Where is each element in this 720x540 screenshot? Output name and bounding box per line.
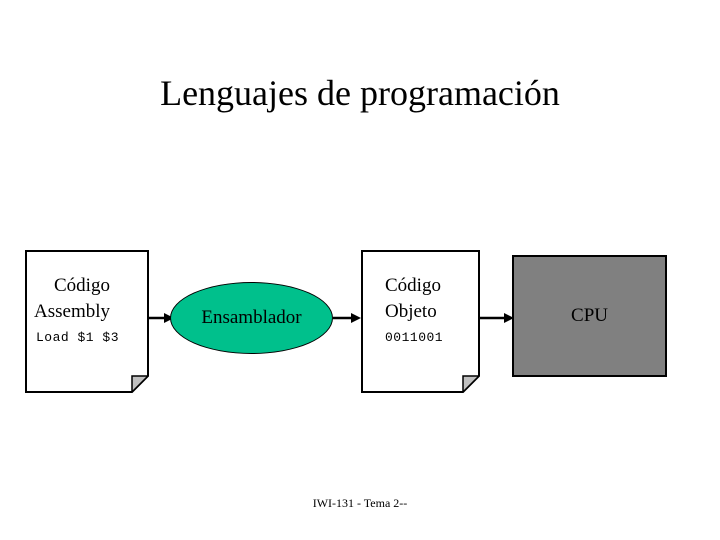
arrow-objeto-to-cpu xyxy=(480,311,514,325)
node-codigo-assembly-line-2: Assembly xyxy=(34,301,110,322)
page-title: Lenguajes de programación xyxy=(160,73,560,113)
node-ensamblador[interactable]: Ensamblador xyxy=(170,282,333,354)
node-cpu-label: CPU xyxy=(571,305,608,326)
document-shape-icon xyxy=(25,250,149,393)
ellipse-shape-icon xyxy=(170,282,333,354)
node-codigo-objeto-line-1: Código xyxy=(385,275,441,296)
arrow-assembly-to-ensamblador xyxy=(148,311,174,325)
node-codigo-objeto[interactable]: Código Objeto 0011001 xyxy=(361,250,480,393)
node-codigo-objeto-line-2: Objeto xyxy=(385,301,437,322)
node-cpu[interactable]: CPU xyxy=(512,255,667,377)
node-ensamblador-label: Ensamblador xyxy=(201,307,302,328)
node-codigo-assembly[interactable]: Código Assembly Load $1 $3 xyxy=(25,250,149,393)
node-codigo-assembly-code: Load $1 $3 xyxy=(36,330,120,345)
slide-footer: IWI-131 - Tema 2-- xyxy=(312,496,408,510)
node-codigo-objeto-text: Código Objeto 0011001 xyxy=(361,250,480,393)
node-codigo-assembly-line-1: Código xyxy=(54,275,110,296)
node-codigo-objeto-code: 0011001 xyxy=(385,330,444,345)
node-codigo-assembly-text: Código Assembly Load $1 $3 xyxy=(25,250,149,393)
arrow-ensamblador-to-objeto xyxy=(333,311,361,325)
document-shape-icon xyxy=(361,250,480,393)
